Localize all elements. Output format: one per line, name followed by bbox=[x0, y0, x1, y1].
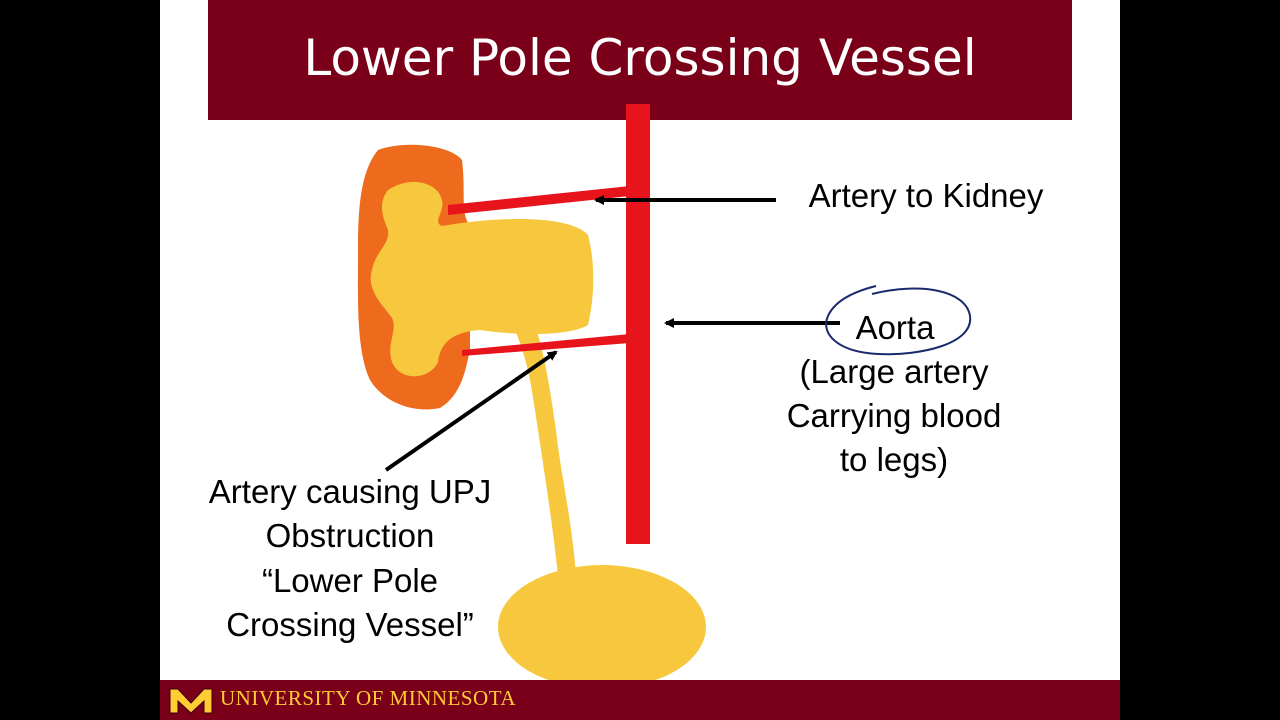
arrow-crossing-vessel bbox=[384, 350, 558, 472]
label-aorta-desc-2: Carrying blood bbox=[786, 397, 1002, 434]
aorta-annotation-circle bbox=[825, 285, 972, 356]
university-name: UNIVERSITY OF MINNESOTA bbox=[220, 686, 517, 710]
label-crossing-line-2: Obstruction bbox=[265, 517, 435, 554]
label-aorta: Aorta bbox=[855, 309, 935, 346]
kidney-pelvis bbox=[370, 181, 594, 377]
title-bar: Lower Pole Crossing Vessel bbox=[208, 0, 1072, 120]
label-crossing-line-1: Artery causing UPJ bbox=[208, 473, 492, 510]
bladder bbox=[498, 565, 706, 689]
renal-artery bbox=[448, 186, 630, 215]
slide-title: Lower Pole Crossing Vessel bbox=[303, 29, 977, 87]
lower-pole-crossing-artery bbox=[462, 334, 630, 356]
label-aorta-desc-3: to legs) bbox=[839, 441, 949, 478]
ureter bbox=[515, 325, 576, 575]
label-crossing-line-4: Crossing Vessel” bbox=[226, 606, 474, 643]
label-artery-to-kidney: Artery to Kidney bbox=[808, 177, 1044, 214]
diagram bbox=[357, 104, 972, 689]
slide: Lower Pole Crossing Vessel Artery to Kid… bbox=[160, 0, 1120, 720]
label-aorta-desc-1: (Large artery bbox=[799, 353, 989, 390]
footer-bar: UNIVERSITY OF MINNESOTA bbox=[160, 680, 1120, 720]
university-logo-icon bbox=[169, 688, 213, 714]
aorta-vessel bbox=[626, 104, 650, 544]
label-crossing-line-3: “Lower Pole bbox=[261, 562, 439, 599]
